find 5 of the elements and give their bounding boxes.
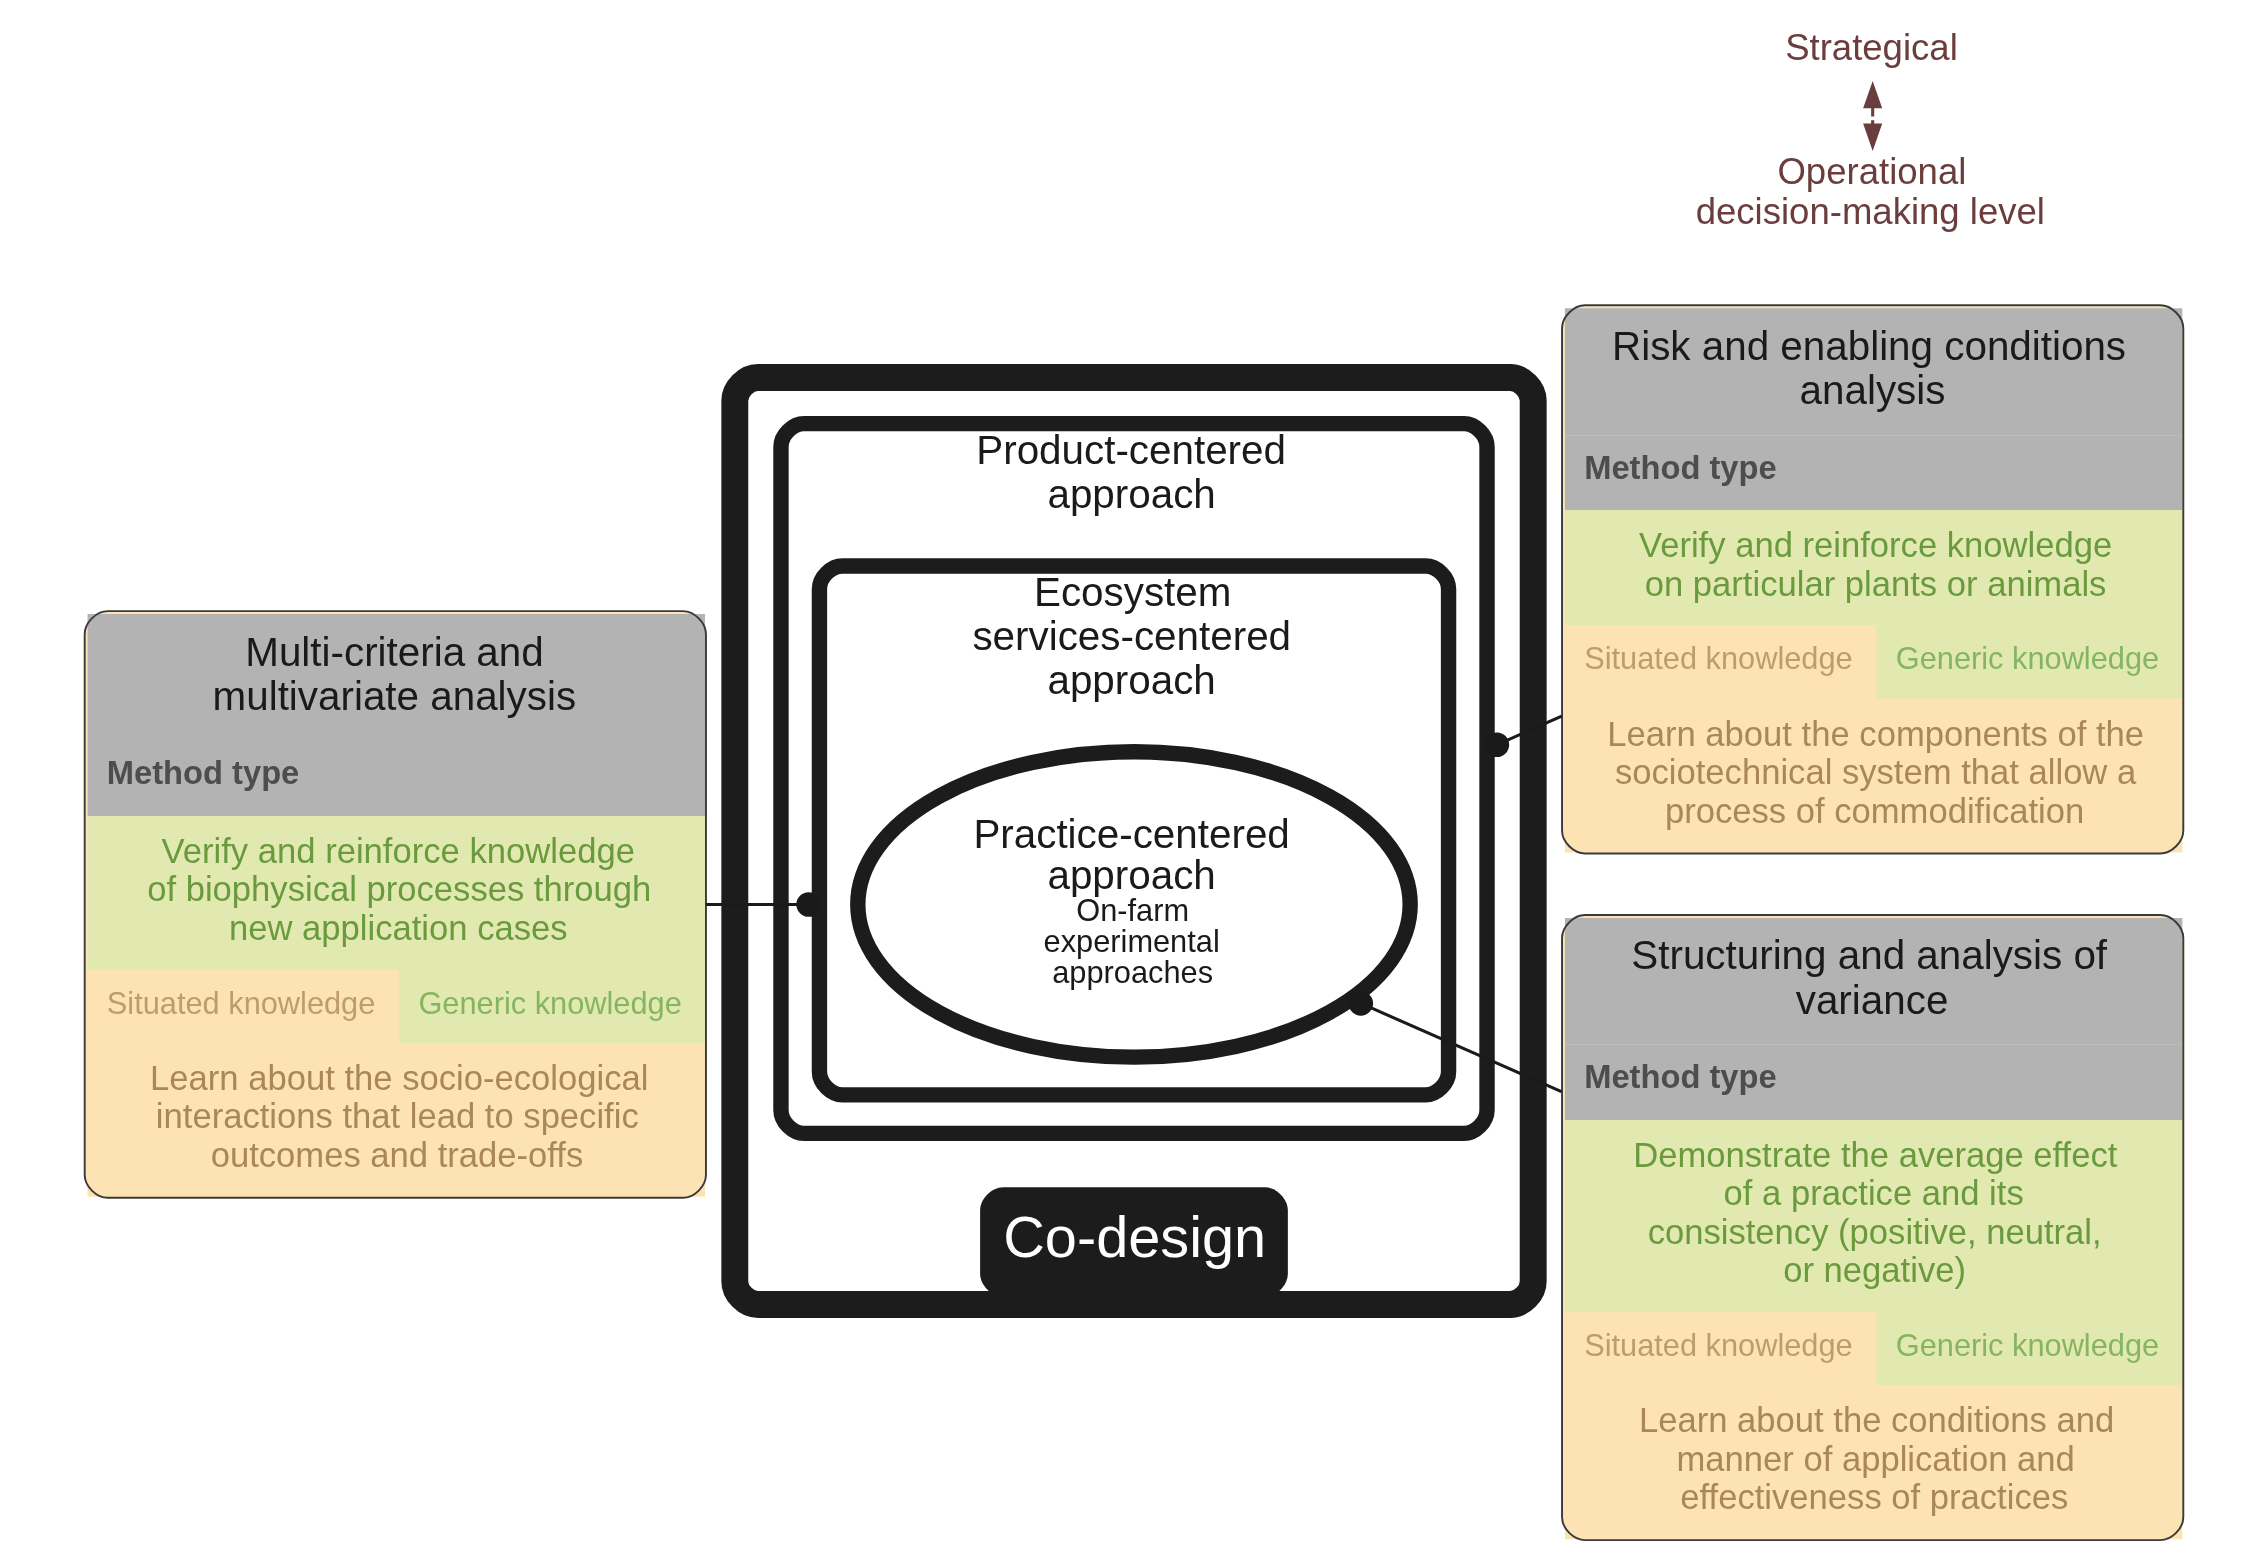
- connector: [1348, 991, 1562, 1093]
- node-text: Operational decision-making level: [1695, 150, 2045, 232]
- node-text: Strategical: [1784, 26, 1958, 68]
- node-ellipse: Practice-centered approach On-farm experimental approaches: [849, 744, 1418, 1065]
- arrow: [1862, 81, 1882, 151]
